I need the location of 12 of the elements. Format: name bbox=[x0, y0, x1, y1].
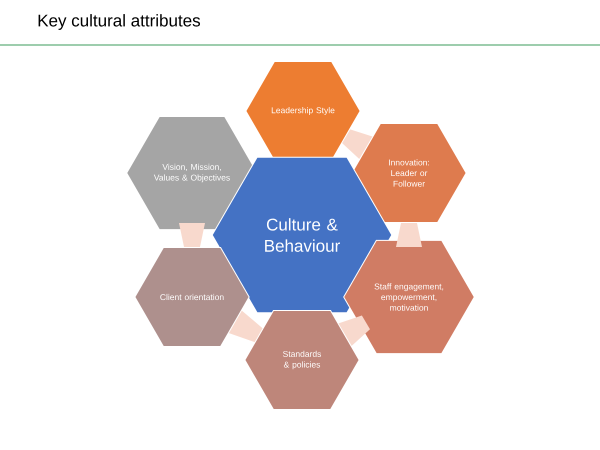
hexagon: Leadership Style bbox=[245, 61, 361, 161]
slide-title: Key cultural attributes bbox=[38, 14, 200, 30]
connector bbox=[179, 223, 205, 247]
hexagon: Staff engagement, empowerment, motivation bbox=[343, 240, 475, 354]
connector bbox=[342, 129, 372, 159]
connector bbox=[228, 310, 263, 342]
hexagon: Client orientation bbox=[134, 247, 250, 347]
hexagon: Standards & policies bbox=[244, 310, 360, 410]
hexagon: Innovation: Leader or Follower bbox=[351, 123, 467, 223]
connector bbox=[396, 223, 422, 247]
connector bbox=[338, 315, 370, 346]
hexagon: Vision, Mission, Values & Objectives bbox=[126, 116, 258, 230]
